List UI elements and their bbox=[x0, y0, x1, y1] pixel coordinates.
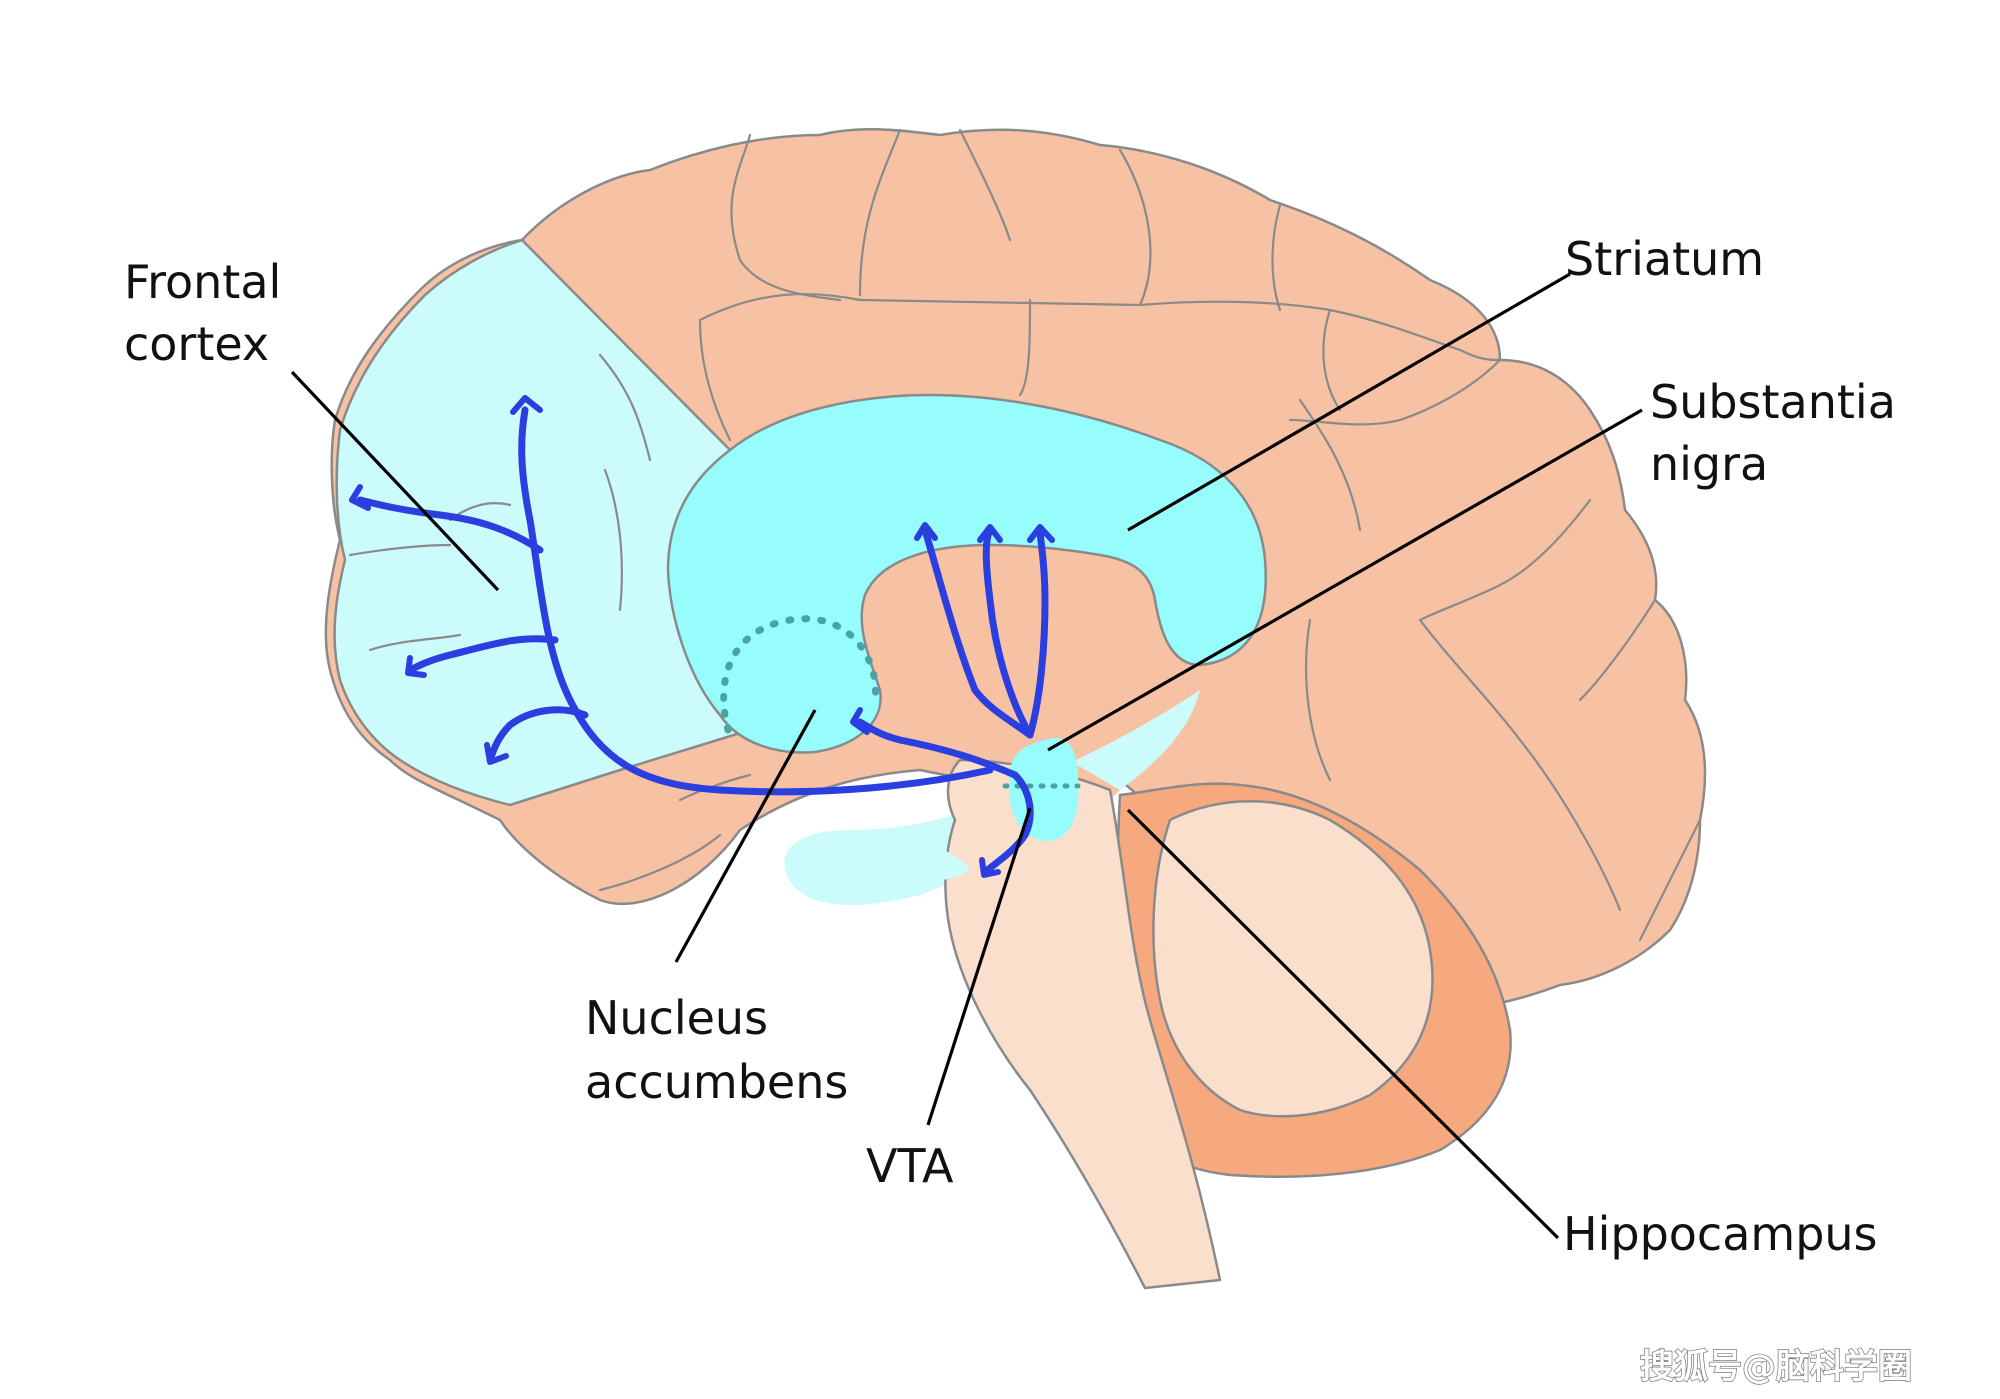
label-frontal-cortex: Frontal cortex bbox=[124, 255, 296, 371]
leader-frontal-cortex bbox=[290, 370, 500, 592]
leader-substantia-nigra bbox=[1047, 408, 1643, 752]
brainstem-region bbox=[944, 758, 1222, 1290]
label-vta: VTA bbox=[866, 1139, 954, 1193]
dopamine-pathways bbox=[349, 395, 1055, 878]
nigrostriatal-pathway bbox=[921, 526, 1034, 739]
nucleus-accumbens-outline bbox=[720, 615, 880, 734]
label-substantia-nigra-line2: nigra bbox=[1650, 437, 1768, 491]
label-frontal-cortex-line2: cortex bbox=[124, 317, 269, 371]
label-frontal-cortex-line1: Frontal bbox=[124, 255, 281, 309]
label-nucleus-accumbens-line1: Nucleus bbox=[585, 991, 768, 1045]
cortex-region bbox=[324, 127, 1707, 1012]
label-substantia-nigra-line1: Substantia bbox=[1650, 375, 1896, 429]
label-nucleus-accumbens: Nucleus accumbens bbox=[585, 991, 848, 1109]
leader-striatum bbox=[1127, 272, 1571, 532]
midbrain-bulge bbox=[869, 840, 970, 882]
label-striatum: Striatum bbox=[1565, 232, 1764, 286]
striatum-region bbox=[666, 393, 1267, 754]
leader-nucleus-accumbens bbox=[674, 709, 817, 963]
label-nucleus-accumbens-line2: accumbens bbox=[585, 1055, 848, 1109]
mesolimbic-pathway bbox=[856, 718, 1019, 779]
leader-hippocampus bbox=[1126, 808, 1560, 1240]
watermark: 搜狐号@脑科学圈 bbox=[1640, 1347, 1912, 1387]
vta-descending-pathway bbox=[981, 771, 1034, 876]
mesocortical-pathway bbox=[518, 406, 994, 796]
cerebellum-inner bbox=[1152, 800, 1434, 1118]
leader-vta bbox=[926, 807, 1032, 1126]
label-hippocampus: Hippocampus bbox=[1563, 1207, 1878, 1261]
label-substantia-nigra: Substantia nigra bbox=[1650, 375, 1911, 491]
